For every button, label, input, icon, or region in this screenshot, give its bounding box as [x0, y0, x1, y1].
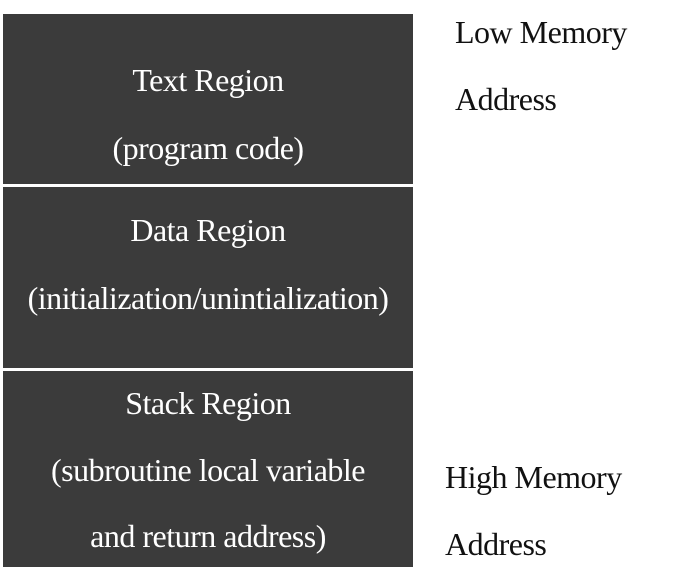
high-memory-label: High Memory	[445, 459, 622, 495]
stack-region-description-line2: and return address)	[90, 518, 326, 554]
stack-region-block: Stack Region (subroutine local variable …	[3, 371, 413, 567]
data-region-title: Data Region	[130, 212, 286, 248]
stack-region-title: Stack Region	[125, 385, 291, 421]
data-region-description: (initialization/unintialization)	[27, 280, 389, 316]
low-memory-address-label: Address	[455, 81, 557, 117]
text-region-title: Text Region	[132, 62, 284, 98]
stack-region-description-line1: (subroutine local variable	[51, 452, 365, 488]
high-memory-address-label: Address	[445, 526, 547, 562]
low-memory-label: Low Memory	[455, 14, 627, 50]
text-region-description: (program code)	[112, 130, 304, 166]
text-region-block: Text Region (program code)	[3, 14, 413, 184]
data-region-block: Data Region (initialization/unintializat…	[3, 187, 413, 368]
